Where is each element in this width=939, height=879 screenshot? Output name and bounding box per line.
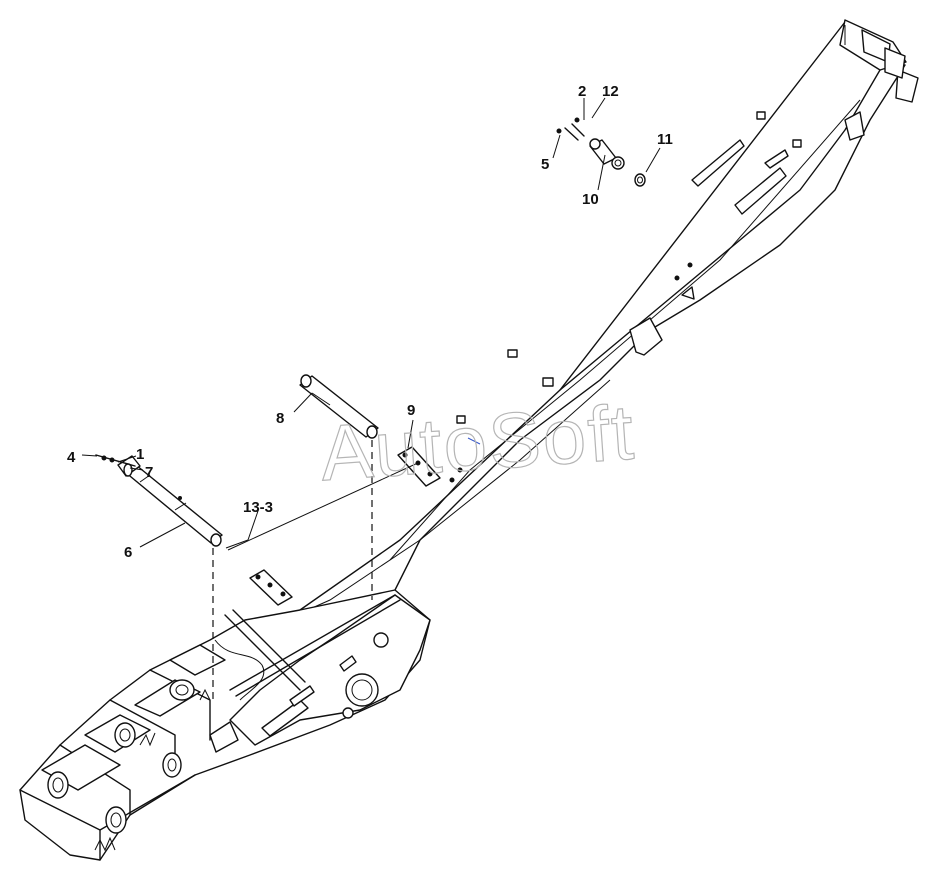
callout-13-3: 13-3 [243, 499, 273, 516]
callout-8: 8 [276, 410, 284, 427]
shaft-part-6 [117, 455, 223, 547]
callout-11: 11 [657, 131, 673, 148]
alignment-lines [212, 440, 421, 700]
callout-labels: 1 2 4 5 6 7 8 9 10 11 12 13-3 [67, 83, 673, 561]
boom-base-section [19, 589, 431, 861]
callout-10: 10 [582, 191, 599, 208]
telescopic-boom [214, 19, 919, 691]
pin-assembly-1-4-7 [95, 454, 136, 477]
callout-6: 6 [124, 544, 132, 561]
callout-2: 2 [578, 83, 586, 100]
bracket-part-9 [397, 446, 441, 487]
upper-pin-assembly [556, 117, 646, 187]
callout-7: 7 [145, 464, 153, 481]
callout-1: 1 [136, 446, 144, 463]
callout-9: 9 [407, 402, 415, 419]
callout-5: 5 [541, 156, 549, 173]
watermark-text: AutoSoft [318, 388, 639, 498]
leader-lines [81, 97, 661, 549]
pin-part-8 [299, 374, 379, 439]
bracket-part-13 [249, 569, 293, 606]
callout-12: 12 [602, 83, 619, 100]
callout-4: 4 [67, 449, 76, 466]
